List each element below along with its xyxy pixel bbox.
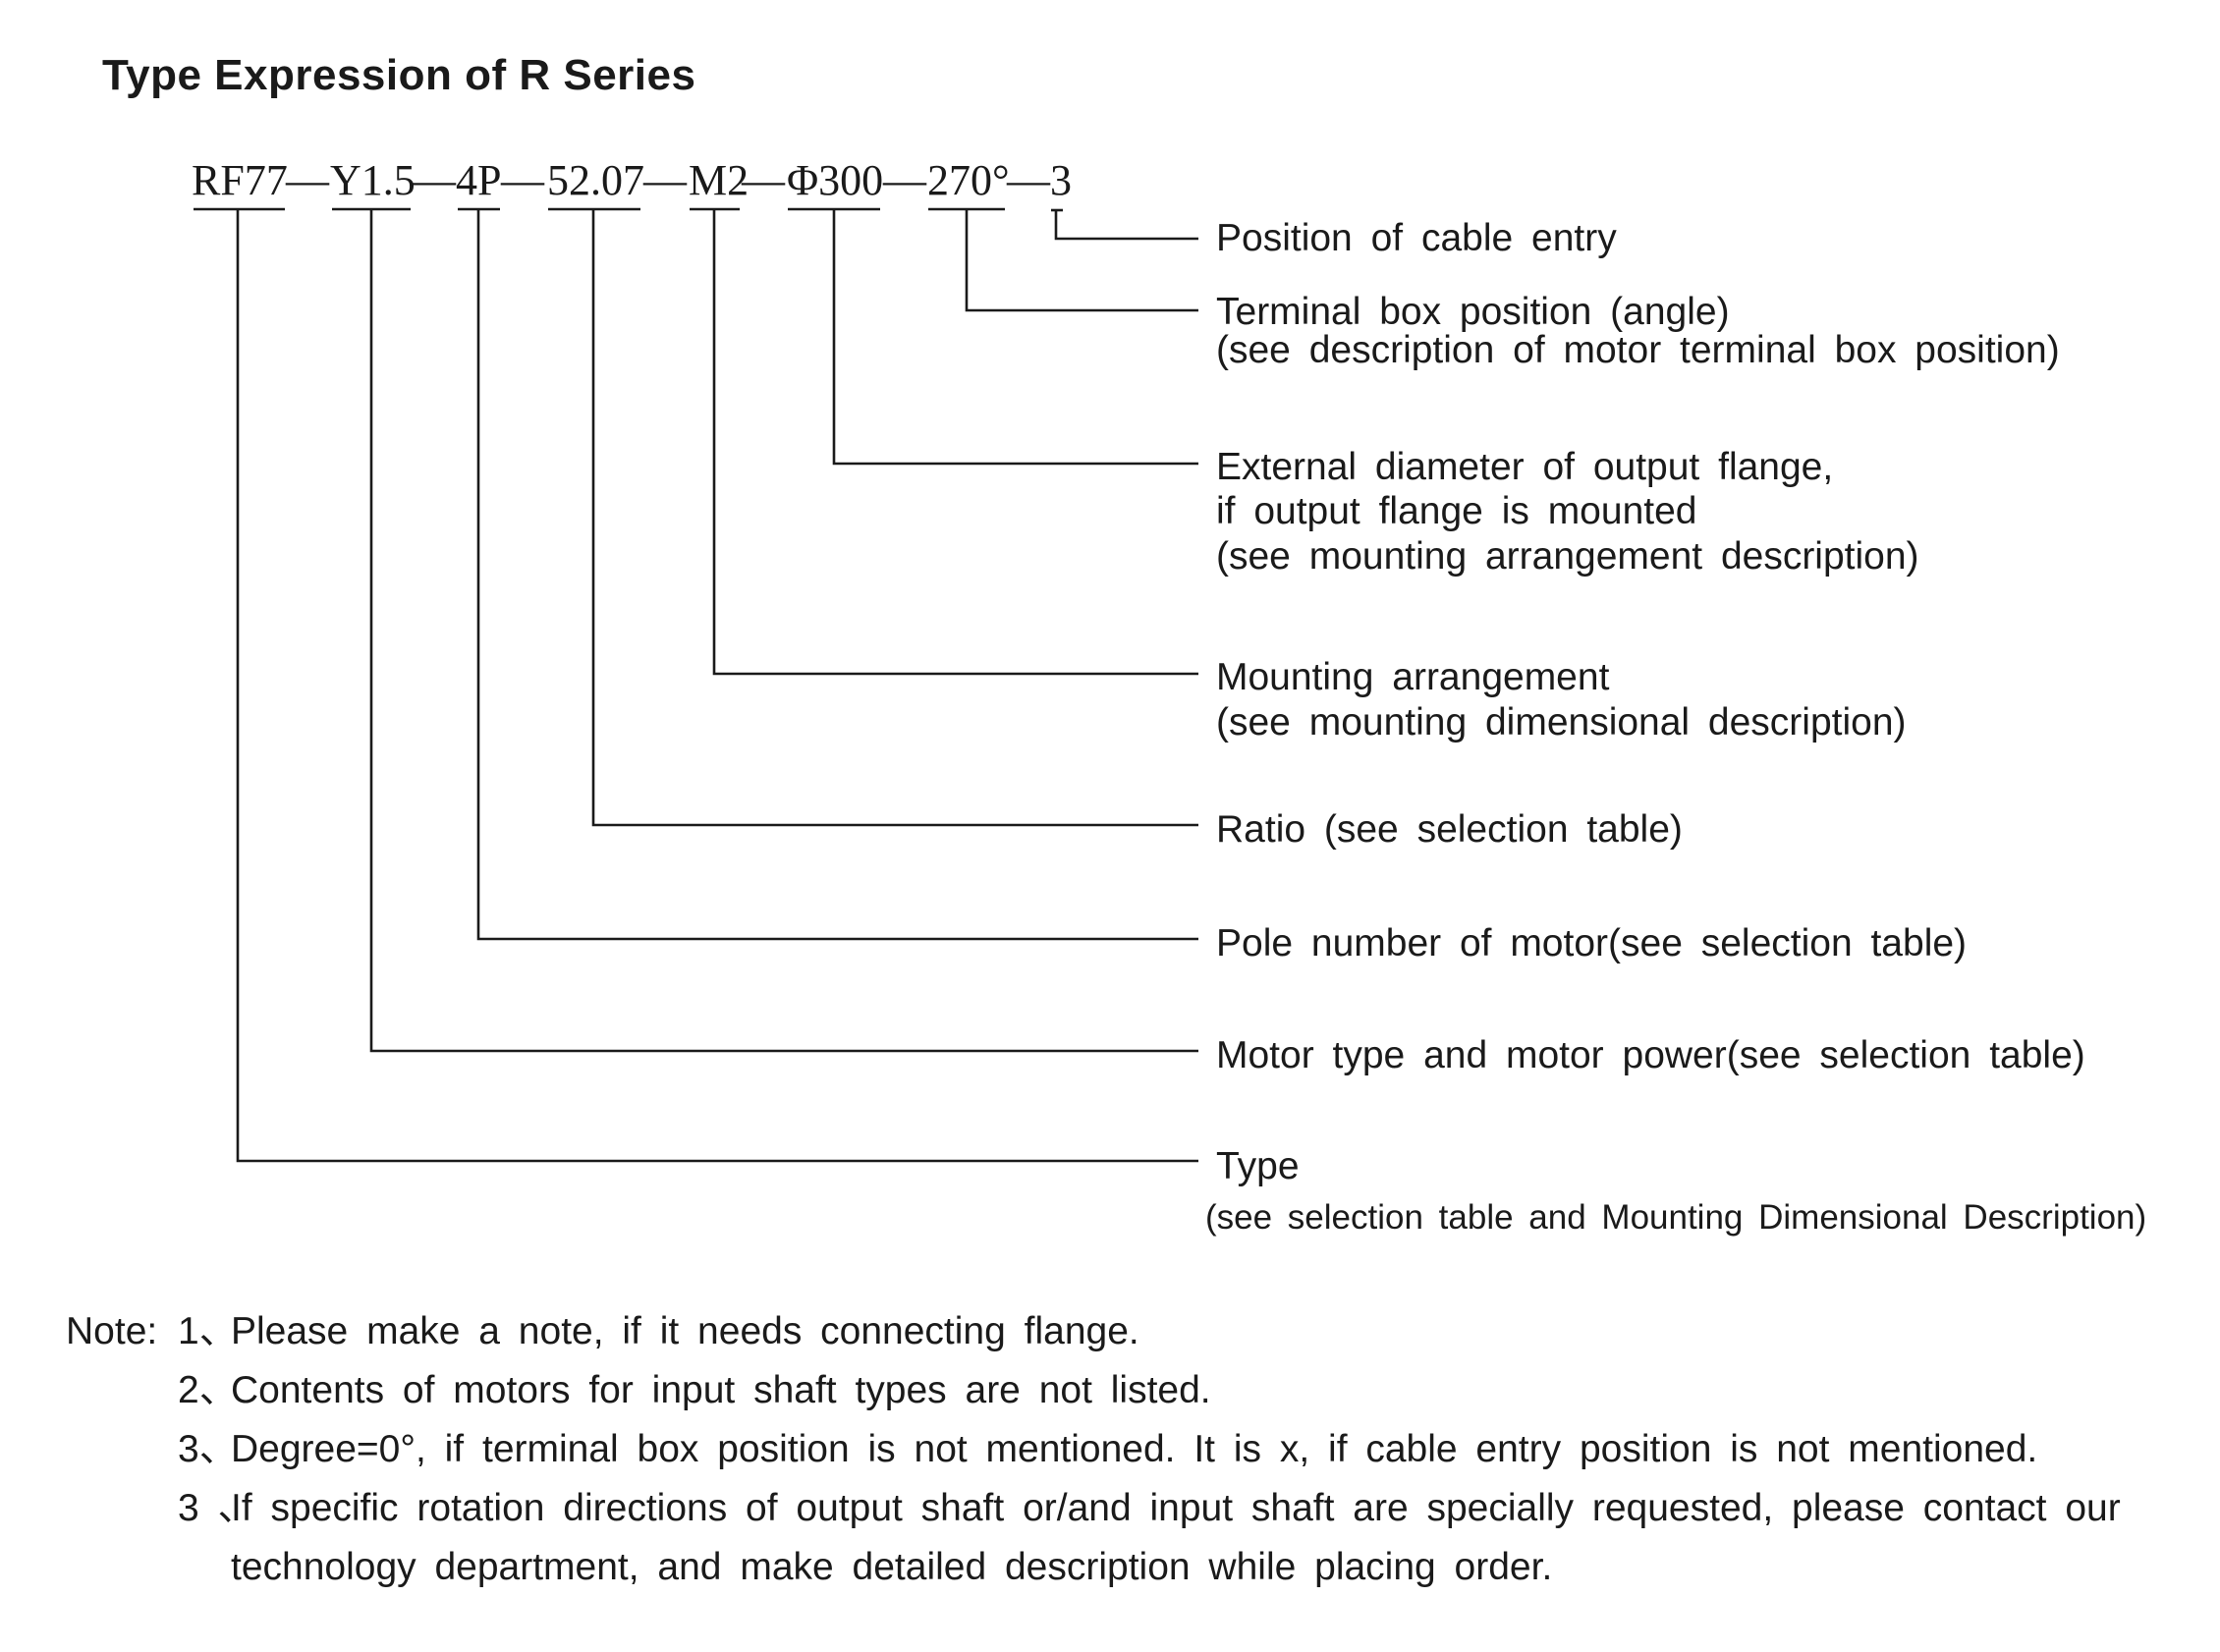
label-pole-number: Pole number of motor(see selection table… [1216,922,1967,964]
code-part-flange-diameter: Φ300 [787,156,883,204]
note-number: 3、 [178,1428,238,1470]
label-motor-power: Motor type and motor power(see selection… [1216,1034,2085,1076]
leader-cable-entry [1054,209,1198,241]
code-part-mounting: M2 [689,156,749,204]
label-type: Type [1216,1145,1300,1187]
note-text: Contents of motors for input shaft types… [231,1369,1211,1411]
code-part-pole-number: 4P [456,156,501,204]
label-type-note: (see selection table and Mounting Dimens… [1205,1198,2146,1237]
note-number: 2、 [178,1369,238,1411]
leader-flange-diameter [832,209,1198,466]
label-mounting: Mounting arrangement [1216,656,1610,698]
label-ratio: Ratio (see selection table) [1216,808,1683,851]
leader-motor-power [369,209,1198,1053]
leader-terminal-box [965,209,1198,312]
leader-ratio [591,209,1198,827]
label-terminal-box-note: (see description of motor terminal box p… [1216,329,2060,371]
code-separator: — [882,156,927,204]
code-part-cable-entry: 3 [1050,156,1072,204]
code-separator: — [412,156,457,204]
code-separator: — [285,156,330,204]
note-number: 3 、 [178,1487,256,1529]
leader-pole-number [476,209,1198,941]
code-part-motor-power: Y1.5 [330,156,416,204]
label-flange-note: (see mounting arrangement description) [1216,535,1919,578]
code-part-ratio: 52.07 [547,156,644,204]
leader-mounting [712,209,1198,676]
note-text: Please make a note, if it needs connecti… [231,1310,1139,1352]
type-expression-diagram: RF77 — Y1.5 — 4P — 52.07 — M2 — Φ300 — 2… [192,156,2146,1237]
label-flange-diameter: External diameter of output flange, [1216,446,1833,488]
code-separator: — [642,156,688,204]
note-continuation: technology department, and make detailed… [231,1546,1553,1588]
code-part-terminal-angle: 270° [927,156,1010,204]
code-separator: — [1006,156,1051,204]
code-separator: — [500,156,545,204]
note-item: Note: 1、 Please make a note, if it needs… [66,1302,2188,1361]
note-item: 2、 Contents of motors for input shaft ty… [66,1361,2188,1420]
page-title: Type Expression of R Series [102,51,696,99]
label-flange-condition: if output flange is mounted [1216,490,1696,532]
note-text: If specific rotation directions of outpu… [231,1487,2121,1529]
leader-type [236,209,1198,1163]
label-cable-entry: Position of cable entry [1216,217,1617,259]
notes-section: Note: 1、 Please make a note, if it needs… [66,1302,2188,1597]
label-mounting-note: (see mounting dimensional description) [1216,701,1907,743]
label-terminal-box: Terminal box position (angle) [1216,291,1730,333]
code-part-type: RF77 [192,156,288,204]
notes-prefix: Note: [66,1310,158,1352]
note-item: 3、 Degree=0°, if terminal box position i… [66,1420,2188,1479]
note-number: 1、 [178,1310,238,1352]
code-separator: — [741,156,786,204]
note-item: 3 、 If specific rotation directions of o… [66,1479,2188,1538]
note-text: Degree=0°, if terminal box position is n… [231,1428,2038,1470]
